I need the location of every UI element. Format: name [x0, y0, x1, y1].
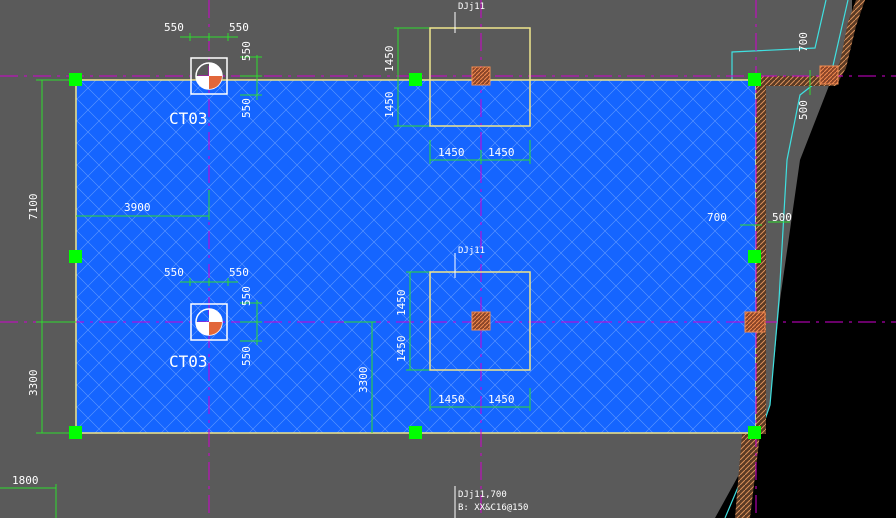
node-markers — [69, 73, 761, 439]
cap-label-lower: DJj11 — [458, 246, 485, 256]
node-marker — [69, 426, 82, 439]
dim-offset-x: 3900 — [124, 201, 151, 214]
dim-cap-upper-top: 1450 — [383, 46, 396, 73]
ct03-symbol-upper[interactable] — [190, 57, 228, 95]
dim-right-top-500: 500 — [797, 100, 810, 120]
dim-cap-lower-left: 1450 — [438, 393, 465, 406]
node-marker — [409, 426, 422, 439]
node-marker — [748, 250, 761, 263]
pile-cap-lower[interactable] — [429, 253, 531, 371]
dim-ct-lower-left: 550 — [164, 266, 184, 279]
wall-column-top — [819, 65, 839, 85]
ct-label-upper: CT03 — [169, 109, 208, 128]
cap-label-upper: DJj11 — [458, 2, 485, 12]
dim-ct-upper-right: 550 — [229, 21, 249, 34]
dim-ct-lower-right: 550 — [229, 266, 249, 279]
exterior-void — [715, 0, 896, 518]
cap-bottom-label-1: DJj11,700 — [458, 490, 507, 500]
ct03-symbol-lower[interactable] — [190, 303, 228, 341]
pile-cap-upper[interactable] — [429, 12, 531, 127]
node-marker — [69, 250, 82, 263]
node-marker — [748, 426, 761, 439]
dim-cap-upper-left: 1450 — [438, 146, 465, 159]
slab-region[interactable] — [75, 79, 757, 434]
dim-ct-upper-bottom: 550 — [240, 98, 253, 118]
dim-ct-upper-left: 550 — [164, 21, 184, 34]
dim-cap-lower-bottom: 1450 — [395, 336, 408, 363]
dim-cap-upper-bottom: 1450 — [383, 92, 396, 119]
dim-ct-lower-bottom: 550 — [240, 346, 253, 366]
dim-cap-upper-right: 1450 — [488, 146, 515, 159]
dim-ct-lower-top: 550 — [240, 286, 253, 306]
dim-left-total: 7100 — [27, 194, 40, 221]
dim-inner-vertical: 3300 — [357, 367, 370, 394]
node-marker — [69, 73, 82, 86]
dim-ct-upper-top: 550 — [240, 41, 253, 61]
dim-left-lower: 3300 — [27, 370, 40, 397]
dim-right-mid-500: 500 — [772, 211, 792, 224]
wall-column-mid — [744, 311, 766, 333]
dim-bottom-left: 1800 — [12, 474, 39, 487]
dim-right-top-700: 700 — [797, 32, 810, 52]
ct-label-lower: CT03 — [169, 352, 208, 371]
node-marker — [748, 73, 761, 86]
dim-right-mid-700: 700 — [707, 211, 727, 224]
dim-cap-lower-right: 1450 — [488, 393, 515, 406]
cap-bottom-label-2: B: XX&C16@150 — [458, 503, 528, 513]
node-marker — [409, 73, 422, 86]
dim-cap-lower-top: 1450 — [395, 290, 408, 317]
